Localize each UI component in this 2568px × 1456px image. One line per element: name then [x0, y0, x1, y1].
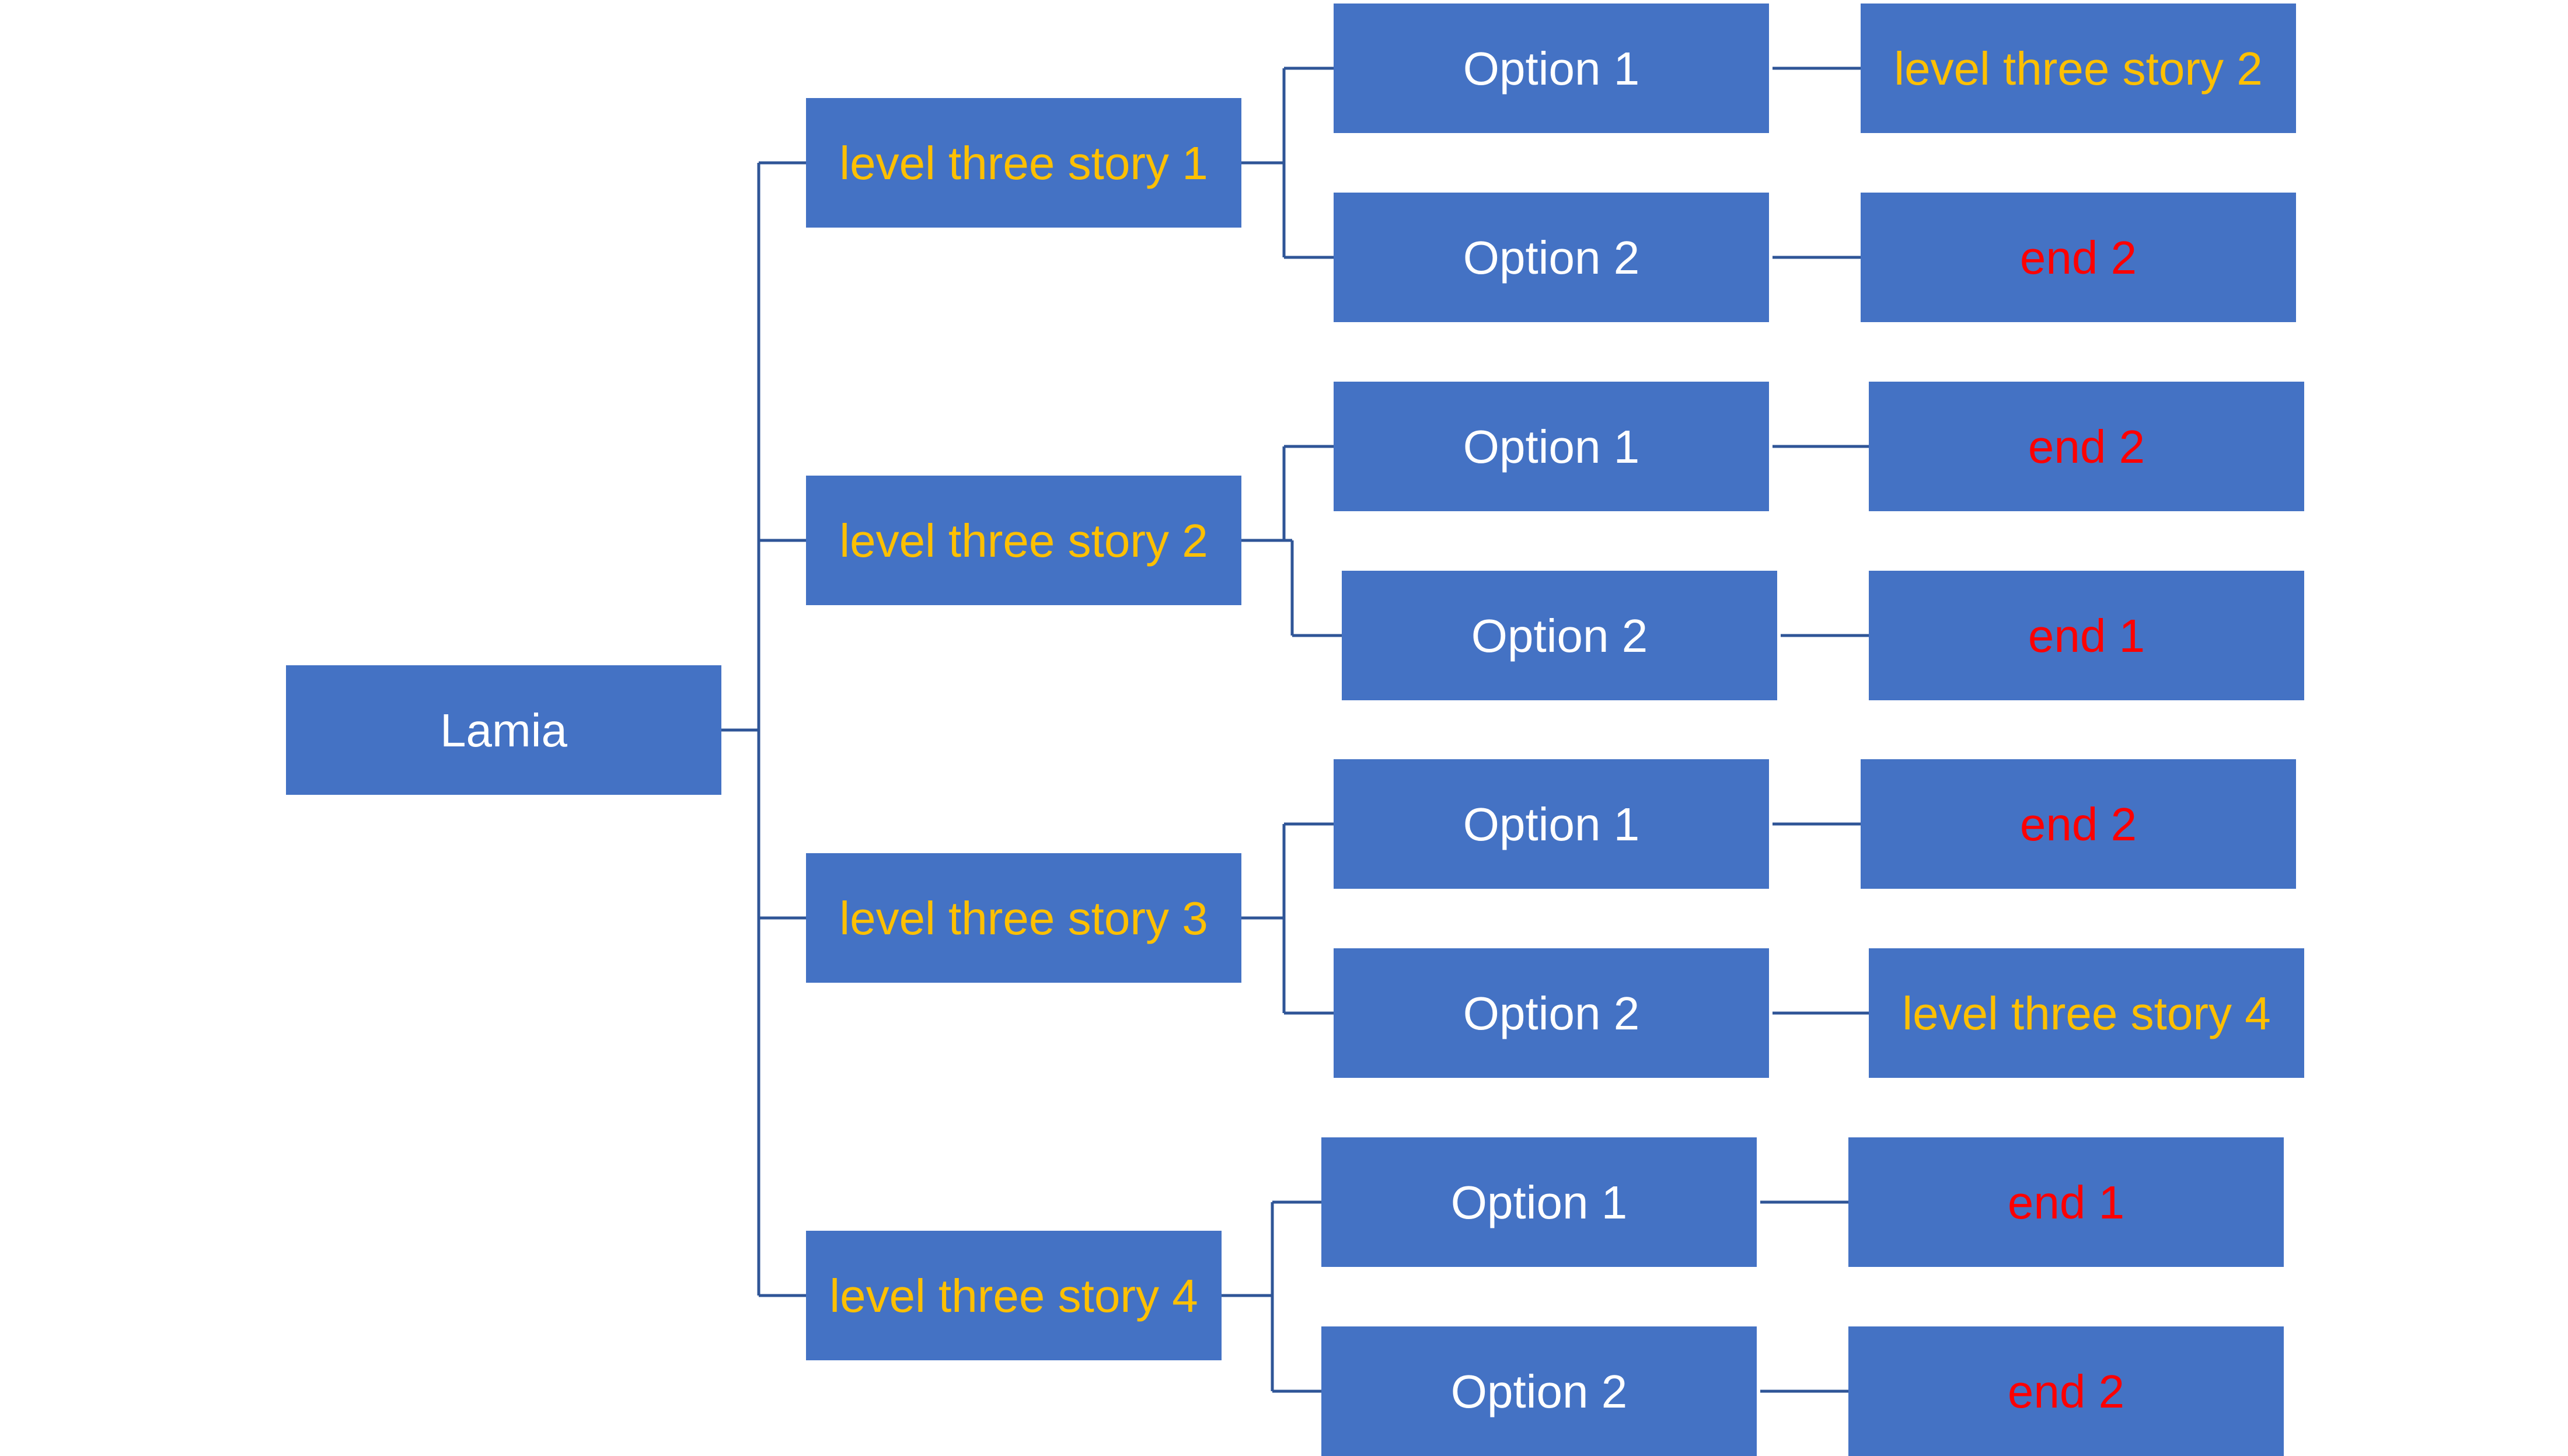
story-2-option-1: Option 1: [1334, 382, 1769, 511]
story-4-option-1-result: end 1: [1848, 1137, 2284, 1267]
root-node-lamia: Lamia: [286, 665, 721, 795]
story-node-3: level three story 3: [806, 853, 1241, 983]
result-label: level three story 2: [1894, 42, 2263, 95]
story-3-option-1: Option 1: [1334, 759, 1769, 889]
option-label: Option 2: [1450, 1365, 1628, 1417]
story-2-option-1-result: end 2: [1869, 382, 2304, 511]
result-label: end 2: [2019, 231, 2137, 284]
connector-story-4-to-options: [1222, 1200, 1321, 1393]
connector-story-3-to-options: [1241, 822, 1334, 1015]
story-2-option-2-result: end 1: [1869, 571, 2304, 700]
connector-story-2-to-options: [1241, 445, 1342, 637]
result-label: end 2: [2028, 420, 2145, 473]
connector-story-1-to-options: [1241, 67, 1334, 259]
story-4-option-2: Option 2: [1321, 1326, 1757, 1456]
story-1-option-1-result: level three story 2: [1861, 4, 2296, 133]
option-label: Option 2: [1471, 609, 1648, 662]
root-label: Lamia: [440, 704, 567, 756]
result-label: level three story 4: [1902, 987, 2271, 1039]
story-label: level three story 4: [829, 1269, 1198, 1322]
story-node-4: level three story 4: [806, 1231, 1222, 1360]
story-4-option-1: Option 1: [1321, 1137, 1757, 1267]
connector-options-to-results: [1760, 67, 1869, 1393]
story-4-option-2-result: end 2: [1848, 1326, 2284, 1456]
story-1-option-1: Option 1: [1334, 4, 1769, 133]
result-label: end 1: [2028, 609, 2145, 662]
result-label: end 1: [2007, 1176, 2125, 1228]
story-node-1: level three story 1: [806, 98, 1241, 228]
story-1-option-2-result: end 2: [1861, 193, 2296, 322]
story-3-option-2: Option 2: [1334, 948, 1769, 1078]
result-label: end 2: [2019, 798, 2137, 850]
story-node-2: level three story 2: [806, 476, 1241, 605]
story-label: level three story 3: [839, 892, 1208, 944]
story-label: level three story 1: [839, 137, 1208, 189]
option-label: Option 2: [1463, 231, 1640, 284]
story-label: level three story 2: [839, 514, 1208, 567]
option-label: Option 1: [1463, 42, 1640, 95]
option-label: Option 2: [1463, 987, 1640, 1039]
story-1-option-2: Option 2: [1334, 193, 1769, 322]
story-3-option-2-result: level three story 4: [1869, 948, 2304, 1078]
story-2-option-2: Option 2: [1342, 571, 1777, 700]
option-label: Option 1: [1450, 1176, 1628, 1228]
connector-root-to-stories: [721, 161, 806, 1297]
story-3-option-1-result: end 2: [1861, 759, 2296, 889]
option-label: Option 1: [1463, 420, 1640, 473]
option-label: Option 1: [1463, 798, 1640, 850]
result-label: end 2: [2007, 1365, 2125, 1417]
